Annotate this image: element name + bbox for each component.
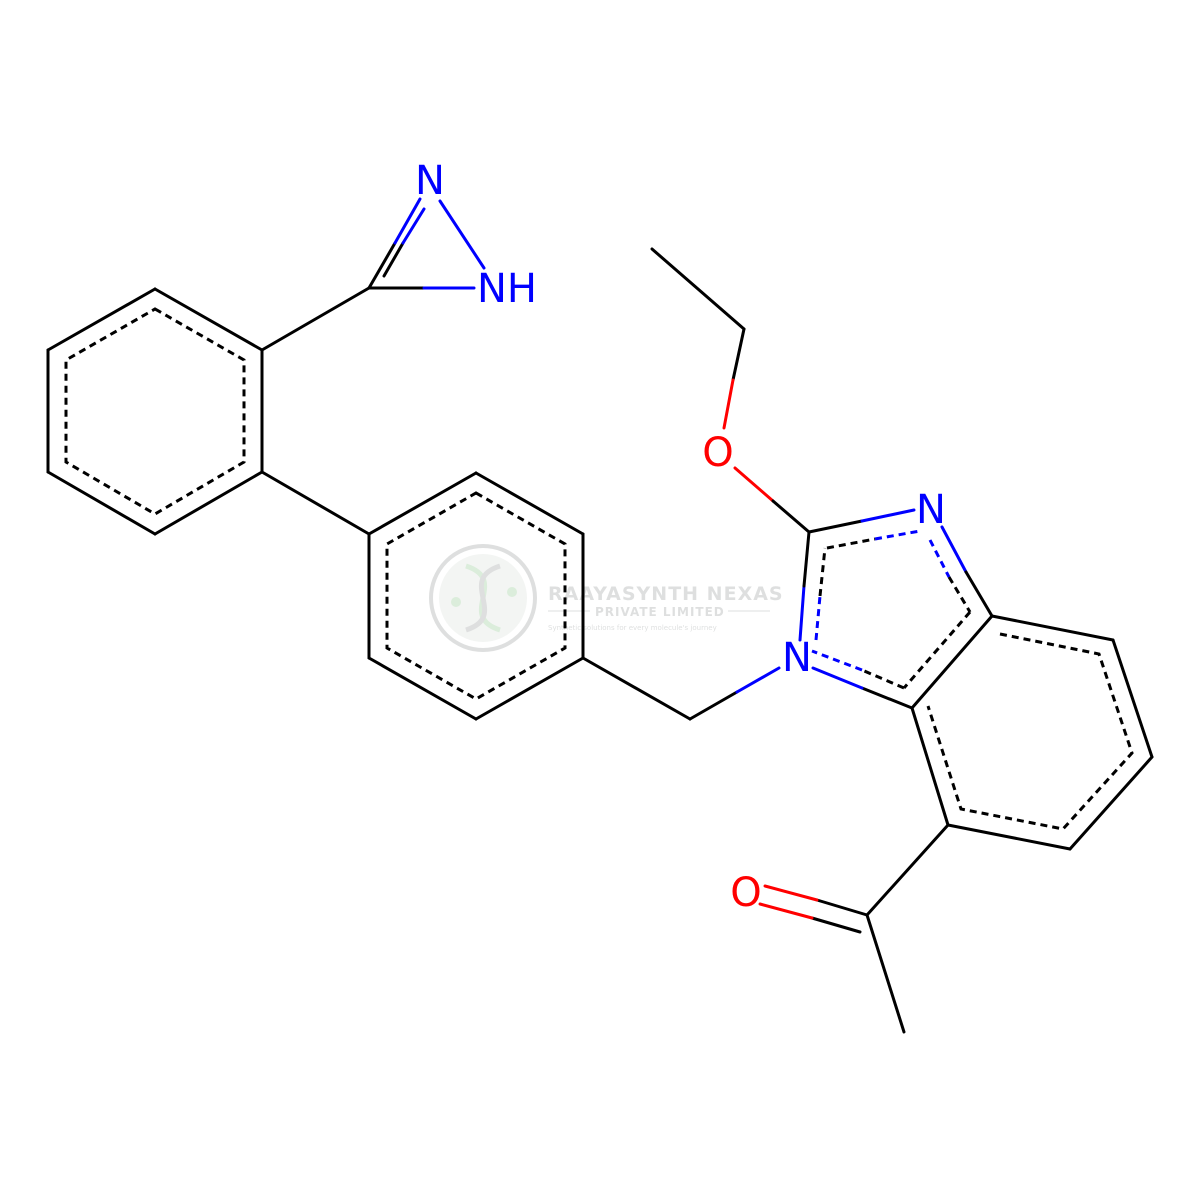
bond — [807, 519, 864, 534]
bond — [474, 656, 585, 721]
bond — [811, 666, 864, 690]
bond — [735, 666, 781, 694]
bond — [1111, 638, 1154, 759]
atom-n1: N — [782, 635, 812, 681]
imidazole-ring: N N — [782, 487, 994, 710]
bond — [367, 471, 478, 536]
bond — [946, 823, 1072, 851]
benzene-ring-a — [46, 287, 264, 536]
acetyl-group: O — [730, 823, 950, 1034]
atom-o-ether: O — [702, 430, 733, 476]
aromatic-circle-b — [385, 491, 567, 701]
bond — [722, 378, 735, 430]
bond — [771, 499, 811, 534]
aromatic-bond — [826, 537, 876, 550]
watermark: RAAYASYNTH NEXAS PRIVATE LIMITED Synthet… — [429, 544, 784, 652]
watermark-subtitle: PRIVATE LIMITED — [595, 605, 725, 619]
aromatic-bond — [902, 611, 972, 689]
aromatic-circle-a — [64, 307, 246, 516]
bond — [802, 530, 811, 588]
bond — [860, 686, 914, 710]
bond — [990, 614, 1115, 642]
bond — [393, 197, 422, 245]
aromatic-circle-c — [926, 632, 1134, 831]
diazirine-ring: N NH — [260, 158, 537, 352]
bond — [758, 902, 814, 920]
aromatic-bond — [818, 547, 827, 597]
atom-nh: NH — [477, 266, 537, 312]
bond — [910, 706, 950, 827]
bond — [1068, 755, 1154, 851]
bond — [940, 525, 968, 574]
benzene-ring-b — [367, 471, 585, 721]
bond — [153, 470, 264, 536]
bond — [763, 884, 819, 902]
bond — [260, 470, 371, 536]
bond — [650, 247, 746, 331]
atom-n: N — [415, 158, 445, 204]
aromatic-bond — [814, 595, 822, 641]
atom-o-carbonyl: O — [730, 870, 761, 916]
aromatic-bond — [811, 649, 863, 672]
bond — [260, 286, 371, 352]
ethoxy-group: O — [650, 247, 811, 534]
bond — [733, 466, 775, 503]
bond — [865, 823, 950, 917]
bond — [798, 584, 806, 642]
bond — [731, 327, 746, 382]
bond — [815, 898, 869, 917]
watermark-tagline: Synthetic solutions for every molecule's… — [548, 624, 717, 632]
watermark-logo-icon — [429, 544, 537, 652]
aromatic-bond — [947, 576, 972, 613]
watermark-title: RAAYASYNTH NEXAS — [548, 583, 784, 605]
bond — [860, 508, 916, 523]
bond — [910, 614, 994, 710]
aromatic-bond — [928, 539, 951, 578]
bond — [438, 199, 486, 270]
bond — [382, 241, 405, 278]
aromatic-bond — [861, 668, 905, 690]
bond — [46, 470, 157, 536]
atom-n3: N — [916, 487, 946, 533]
bond — [474, 471, 585, 536]
bond — [367, 241, 397, 290]
bond — [46, 287, 157, 352]
bond — [401, 207, 426, 245]
bond — [581, 656, 692, 721]
bond — [810, 916, 862, 934]
bond — [367, 656, 478, 721]
bond — [153, 287, 264, 352]
bond — [688, 690, 739, 721]
benzene-ring-c — [910, 614, 1154, 851]
aromatic-bond — [874, 529, 921, 541]
bond — [964, 570, 994, 618]
bond — [865, 913, 906, 1034]
